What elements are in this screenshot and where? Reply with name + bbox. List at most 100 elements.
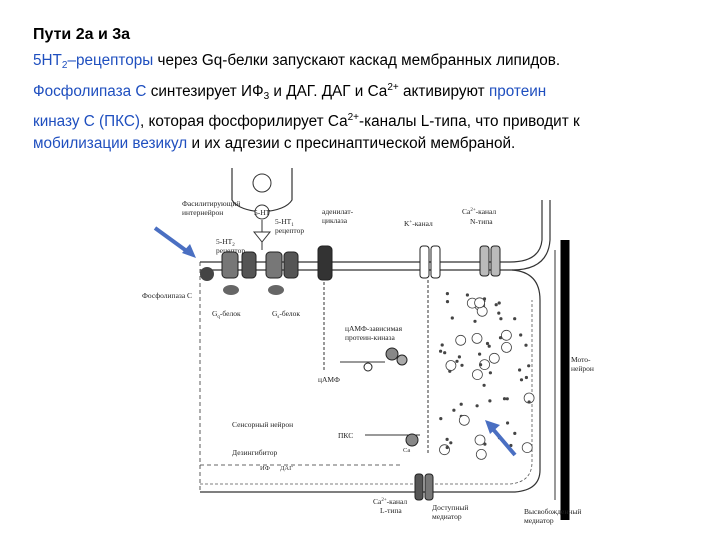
vesicle [499, 317, 503, 321]
label-adenylate: аденилат- [322, 207, 354, 216]
vesicle [458, 414, 470, 426]
label-5ht-transmitter: 5-HT [254, 208, 271, 217]
label-receptor-2: рецептор [216, 246, 245, 255]
vesicle [527, 400, 531, 404]
vesicle [513, 431, 517, 435]
vesicle [474, 297, 486, 309]
label-disinhibitory: Дезингибитор [232, 448, 277, 457]
label-5ht2: 5-HT2 [216, 237, 235, 248]
vesicle [488, 371, 492, 375]
label-ca-small: Ca [403, 447, 410, 454]
vesicle [445, 445, 449, 450]
vesicle [502, 397, 507, 401]
vesicle [450, 316, 454, 320]
label-n-type: N-типа [470, 217, 493, 226]
label-receptor-1: рецептор [275, 226, 304, 235]
vesicle [465, 293, 469, 297]
vesicle [445, 437, 449, 441]
label-motor-1: Мото- [571, 355, 591, 364]
vesicle [448, 369, 452, 373]
vesicle [524, 343, 528, 347]
vesicle [521, 442, 533, 454]
label-k-channel: K+-канал [404, 219, 433, 228]
vesicle [445, 292, 449, 296]
vesicle-cluster [439, 292, 535, 460]
vesicle [449, 441, 453, 445]
vesicle [445, 360, 457, 371]
l-type-channel [414, 473, 434, 501]
vesicle [488, 399, 492, 403]
label-motor-2: нейрон [571, 364, 594, 373]
vesicle [455, 334, 467, 346]
vesicle [457, 355, 461, 359]
vesicle [497, 311, 501, 315]
label-cyclase: циклаза [322, 216, 348, 225]
vesicle [501, 341, 512, 353]
vesicle [513, 317, 517, 321]
term-phospholipase: Фосфолипаза С [33, 82, 147, 100]
facilitating-interneuron [231, 168, 293, 250]
vesicle [445, 300, 450, 304]
label-sensory-neuron: Сенсорный нейрон [232, 420, 293, 429]
label-released-2: медиатор [524, 516, 554, 525]
term-vesicle-mobilization: мобилизации везикул [33, 134, 188, 152]
label-dag: ДАГ [280, 465, 293, 472]
vesicle [487, 344, 491, 348]
slide-title: Пути 2а и 3а [33, 26, 131, 43]
label-gq: Gq-белок [212, 309, 241, 320]
label-camp: цАМФ [318, 375, 340, 384]
vesicle [471, 369, 483, 381]
label-pka-2: протеин-киназа [345, 333, 396, 342]
vesicle [500, 329, 512, 341]
motor-neuron [554, 240, 570, 520]
pointer-arrows [153, 226, 517, 457]
text-line1: через Gq-белки запускают каскад мембранн… [153, 52, 561, 69]
label-gs: Gs-белок [272, 309, 300, 320]
vesicle [475, 404, 479, 408]
vesicle [439, 417, 443, 421]
vesicle [494, 303, 498, 307]
vesicle [439, 349, 443, 353]
vesicle [519, 333, 523, 337]
label-ca-channel: Ca2+-канал [462, 207, 496, 216]
label-pkc: ПКС [338, 431, 353, 440]
vesicle [455, 359, 459, 363]
vesicle [471, 332, 483, 344]
vesicle [479, 363, 483, 367]
presynaptic-membrane [199, 200, 551, 493]
vesicle [519, 378, 524, 382]
vesicle [482, 383, 486, 387]
label-available-1: Доступный [432, 503, 468, 512]
vesicle [524, 375, 529, 380]
label-5ht1: 5-HT1 [275, 217, 294, 228]
term-5ht2: 5HT2–рецепторы [33, 52, 154, 71]
label-l-type: L-типа [380, 506, 402, 515]
cascade-elements [323, 280, 429, 455]
membrane-proteins [200, 245, 501, 295]
label-pka-1: цАМФ-зависимая [345, 324, 403, 333]
vesicle [506, 421, 510, 425]
vesicle [474, 434, 486, 446]
vesicle [527, 364, 531, 368]
vesicle [460, 363, 464, 367]
vesicle [485, 341, 490, 346]
vesicle [473, 319, 477, 323]
vesicle [518, 368, 522, 372]
term-protein: протеин [488, 82, 547, 100]
label-released-1: Высвобожденный [524, 507, 581, 516]
label-available-2: медиатор [432, 512, 462, 521]
vesicle [478, 352, 482, 356]
body-paragraph: 5HT2–рецепторы через Gq-белки запускают … [33, 52, 580, 152]
label-interneuron: интернейрон [182, 208, 223, 217]
vesicle [443, 351, 447, 355]
term-pkc: киназу С (ПКС) [33, 113, 141, 130]
vesicle [459, 402, 463, 406]
vesicle [505, 397, 509, 401]
vesicle [475, 448, 487, 460]
label-ip3: ИФ [260, 465, 270, 472]
vesicle [440, 343, 444, 347]
label-bottom-ca: Ca2+-канал [373, 497, 407, 506]
vesicle [452, 408, 456, 412]
vesicle [488, 352, 500, 364]
